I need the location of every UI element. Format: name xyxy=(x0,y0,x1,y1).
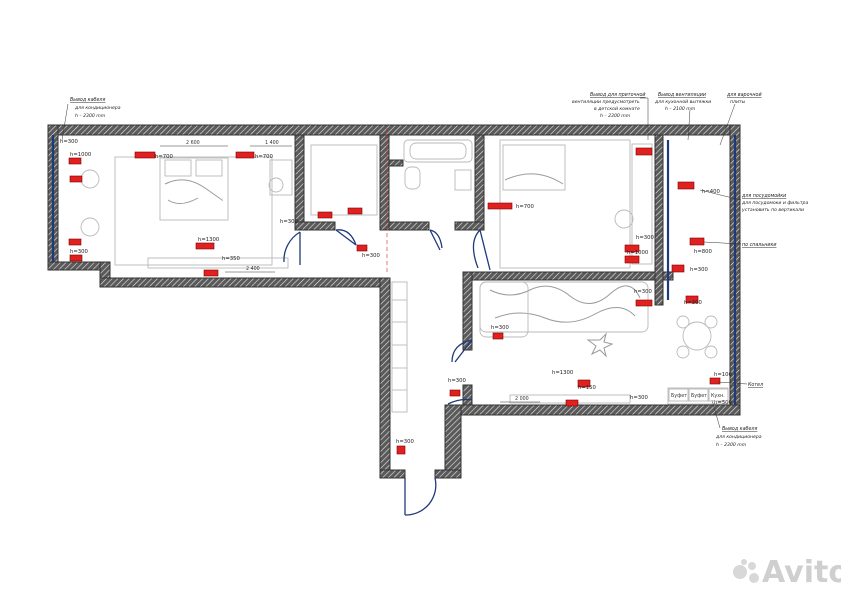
socket xyxy=(635,147,653,156)
cabinet-label-3: Кухн. xyxy=(711,393,725,399)
svg-text:Вывод вентиляции: Вывод вентиляции xyxy=(658,92,706,98)
label-h300-cor-1: h=300 xyxy=(280,219,299,225)
watermark-text: Avito xyxy=(762,555,841,590)
living-furniture xyxy=(479,281,729,405)
label-h300-liv-2: h=300 xyxy=(491,325,510,331)
annotation-stove: для варочной плиты xyxy=(719,92,762,146)
svg-text:Вывод кабеля: Вывод кабеля xyxy=(70,97,105,103)
label-h300-entr: h=300 xyxy=(396,439,415,445)
annotation-kotel: Котел xyxy=(717,381,763,388)
annotation-cable-ac-top: Вывод кабеля для кондиционера h – 2300 m… xyxy=(61,97,121,141)
svg-text:Вывод для приточной: Вывод для приточной xyxy=(590,92,646,98)
svg-text:установить по вертикали: установить по вертикали xyxy=(741,208,804,213)
socket xyxy=(577,379,591,388)
annotation-outlet: по спальники xyxy=(703,241,776,248)
label-h1300-liv: h=1300 xyxy=(552,370,574,376)
socket xyxy=(677,181,695,190)
svg-text:h – 2300 mm: h – 2300 mm xyxy=(716,442,747,448)
label-h1300-bed: h=1300 xyxy=(198,237,220,243)
height-labels: h=300 h=1000 h=300 h=700 h=700 h=1300 h=… xyxy=(60,139,733,445)
window-lines xyxy=(51,135,737,405)
label-h300-kit-1: h=300 xyxy=(636,235,655,241)
corridor-wardrobe xyxy=(391,281,408,413)
annotation-vent-1: Вывод для приточной вентиляции предусмот… xyxy=(572,92,649,140)
socket xyxy=(68,157,82,165)
label-h1000-kit: h=1000 xyxy=(627,250,649,256)
dim-2000: 2 000 xyxy=(515,396,529,402)
label-h300-hall: h=300 xyxy=(448,378,467,384)
socket xyxy=(689,237,705,246)
annotation-vent-2: Вывод вентиляции для кухонной вытяжки h … xyxy=(654,92,711,141)
label-h150-liv: h=150 xyxy=(578,385,597,391)
label-h1000-bed: h=1000 xyxy=(70,152,92,158)
doors xyxy=(283,229,491,516)
socket xyxy=(709,377,721,385)
label-h300-kit-2: h=300 xyxy=(690,267,709,273)
svg-text:h – 2100 mm: h – 2100 mm xyxy=(665,106,696,112)
label-h500-liv: h=500 xyxy=(714,400,733,406)
socket xyxy=(134,151,156,159)
socket xyxy=(624,255,640,264)
socket xyxy=(624,244,640,253)
socket xyxy=(317,211,333,219)
label-h300-bed-b: h=300 xyxy=(70,249,89,255)
svg-text:h – 2300 mm: h – 2300 mm xyxy=(75,113,106,119)
socket xyxy=(203,269,219,277)
svg-text:для посудомойки: для посудомойки xyxy=(741,193,786,199)
dim-1400: 1 400 xyxy=(265,140,279,146)
label-h300-liv-3: h=300 xyxy=(630,395,649,401)
svg-text:для кухонной вытяжки: для кухонной вытяжки xyxy=(654,99,711,105)
svg-text:для посудомоки и фильтра: для посудомоки и фильтра xyxy=(741,200,808,206)
label-h350-bed: h=350 xyxy=(222,256,241,262)
socket xyxy=(195,242,215,250)
annotation-cable-ac-bottom: Вывод кабеля для кондиционера h – 2300 m… xyxy=(711,399,762,448)
label-h300-liv-1: h=300 xyxy=(634,289,653,295)
label-h300-bed-l: h=300 xyxy=(60,139,79,145)
svg-text:по спальники: по спальники xyxy=(742,243,776,248)
svg-text:для кондиционера: для кондиционера xyxy=(715,435,762,440)
bedroom-furniture xyxy=(80,156,293,269)
socket xyxy=(565,399,579,407)
svg-text:Вывод кабеля: Вывод кабеля xyxy=(722,426,757,432)
annotation-dishwasher: для посудомойки для посудомоки и фильтра… xyxy=(699,189,808,213)
label-h700-kit: h=700 xyxy=(516,204,535,210)
svg-text:вентиляции предусмотреть: вентиляции предусмотреть xyxy=(572,100,640,105)
label-h100-liv: h=100 xyxy=(714,372,733,378)
svg-text:h – 2300 mm: h – 2300 mm xyxy=(600,113,631,119)
label-h400: h=400 xyxy=(702,189,721,195)
socket xyxy=(671,264,685,273)
label-h300-cor-2: h=300 xyxy=(362,253,381,259)
socket xyxy=(635,299,653,307)
cabinet-label-1: Буфет xyxy=(671,393,687,399)
dimensions: 2 600 1 400 2 400 2 000 xyxy=(160,140,540,403)
socket xyxy=(235,151,255,159)
socket xyxy=(396,445,406,455)
svg-text:в детской комнате: в детской комнате xyxy=(594,106,640,112)
cabinet-label-2: Буфет xyxy=(691,393,707,399)
socket xyxy=(487,202,513,210)
svg-text:для варочной: для варочной xyxy=(726,92,762,98)
cabinet-labels: Буфет Буфет Кухн. xyxy=(668,388,729,402)
svg-text:для кондиционера: для кондиционера xyxy=(74,106,121,111)
socket xyxy=(69,175,83,183)
socket xyxy=(69,254,83,262)
socket xyxy=(449,389,461,397)
label-h700-bed-1: h=700 xyxy=(155,154,174,160)
bath-furniture xyxy=(310,139,473,216)
socket xyxy=(685,295,699,304)
sockets xyxy=(68,147,721,455)
socket xyxy=(356,244,368,252)
socket xyxy=(492,332,504,340)
svg-text:Котел: Котел xyxy=(748,382,763,388)
label-h800: h=800 xyxy=(694,249,713,255)
label-h300-liv-4: h=300 xyxy=(684,300,703,306)
socket xyxy=(347,207,363,215)
socket xyxy=(68,238,82,246)
dim-2600: 2 600 xyxy=(186,140,200,146)
svg-text:плиты: плиты xyxy=(730,100,746,105)
label-h700-bed-2: h=700 xyxy=(255,154,274,160)
avito-watermark: Avito xyxy=(733,555,841,590)
dim-2400: 2 400 xyxy=(246,266,260,272)
